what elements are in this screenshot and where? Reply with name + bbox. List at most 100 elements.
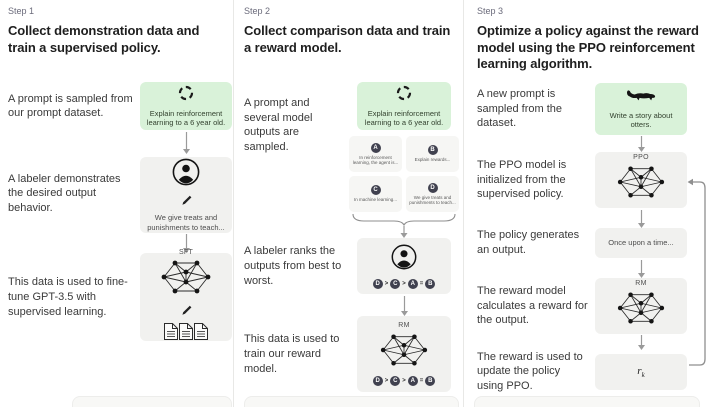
output-caption: Once upon a time... xyxy=(608,238,674,247)
prompt-caption: Explain reinforcement learning to a 6 ye… xyxy=(364,108,444,128)
prompt-caption: Explain reinforcement learning to a 6 ye… xyxy=(146,108,226,128)
flow-arrow xyxy=(140,233,232,254)
step3-row-ppo: The PPO model is initialized from the su… xyxy=(477,151,720,208)
labeler-icon xyxy=(172,158,200,191)
next-section-edge xyxy=(72,396,232,407)
step1-row-prompt: A prompt is sampled from our prompt data… xyxy=(8,82,232,131)
output-text: In reinforcement learning, the agent is.… xyxy=(352,154,399,166)
step2-rm-text: This data is used to train our reward mo… xyxy=(244,333,340,375)
network-icon xyxy=(616,164,666,205)
refresh-icon xyxy=(396,85,412,106)
down-arrow-icon xyxy=(637,334,645,350)
ranking: D > C > A = B xyxy=(372,278,436,289)
step3-label: Step 3 xyxy=(477,6,504,16)
down-arrow-icon xyxy=(637,259,645,278)
rm-label: RM xyxy=(398,322,410,330)
flow-arrow xyxy=(349,294,459,317)
step3-output-text: The policy generates an output. xyxy=(477,229,580,256)
labeler-caption: We give treats and punishments to teach.… xyxy=(147,213,225,232)
brace-icon xyxy=(352,214,456,239)
flow-arrow xyxy=(595,258,687,278)
rank-item: B xyxy=(425,376,436,387)
model-outputs-grid: A In reinforcement learning, the agent i… xyxy=(349,136,459,213)
prompt-box: Explain reinforcement learning to a 6 ye… xyxy=(357,82,451,131)
output-box: Once upon a time... xyxy=(595,227,687,258)
pencil-icon xyxy=(181,193,192,211)
flow-arrow xyxy=(595,334,687,350)
step1-row-sft: This data is used to fine-tune GPT-3.5 w… xyxy=(8,249,232,342)
down-arrow-icon xyxy=(182,132,190,155)
step3-column: Step 3 Optimize a policy against the rew… xyxy=(464,0,720,407)
output-d: D We give treats and punishments to teac… xyxy=(406,176,459,213)
pencil-icon xyxy=(181,303,192,321)
step2-row-prompt: A prompt and several model outputs are s… xyxy=(244,82,459,213)
step1-labeler-text: A labeler demonstrates the desired outpu… xyxy=(8,172,121,214)
sft-label: SFT xyxy=(178,249,194,257)
down-arrow-icon xyxy=(637,135,645,152)
rank-item: C xyxy=(390,278,401,289)
labeler-box: We give treats and punishments to teach.… xyxy=(140,157,232,234)
step3-ppo-text: The PPO model is initialized from the su… xyxy=(477,159,567,201)
step1-sft-text: This data is used to fine-tune GPT-3.5 w… xyxy=(8,276,128,318)
step2-prompt-text: A prompt and several model outputs are s… xyxy=(244,97,313,153)
down-arrow-icon xyxy=(182,234,190,254)
ppo-label: PPO xyxy=(633,154,649,162)
rank-separator: = xyxy=(419,280,424,287)
output-text: In machine learning... xyxy=(353,197,398,203)
rank-separator: > xyxy=(384,378,389,385)
step1-label: Step 1 xyxy=(8,6,35,16)
prompt-caption: Write a story about otters. xyxy=(609,110,673,130)
ranking: D > C > A = B xyxy=(372,376,436,387)
otter-icon xyxy=(626,88,656,108)
output-text: We give treats and punishments to teach.… xyxy=(409,194,456,206)
prompt-box: Explain reinforcement learning to a 6 ye… xyxy=(140,82,232,131)
step2-row-rm: This data is used to train our reward mo… xyxy=(244,316,459,393)
step3-reward-text: The reward is used to update the policy … xyxy=(477,350,583,392)
rank-box: D > C > A = B xyxy=(357,238,451,295)
rank-separator: = xyxy=(419,378,424,385)
rank-item: D xyxy=(372,278,383,289)
rank-separator: > xyxy=(402,378,406,385)
documents-icon xyxy=(164,323,208,345)
output-a: A In reinforcement learning, the agent i… xyxy=(349,136,402,173)
rank-item: A xyxy=(407,278,418,289)
step3-heading: Optimize a policy against the reward mod… xyxy=(477,23,699,72)
rm-box: RM D > C > A = B xyxy=(357,316,451,393)
step3-row-output: The policy generates an output. Once upo… xyxy=(477,227,720,258)
network-icon xyxy=(616,290,666,331)
network-icon xyxy=(379,332,429,373)
output-letter: A xyxy=(370,142,381,153)
next-section-edge xyxy=(474,396,700,407)
rm-box: RM xyxy=(595,277,687,334)
output-letter: B xyxy=(427,145,438,156)
step2-rank-text: A labeler ranks the outputs from best to… xyxy=(244,245,342,287)
brace-and-arrow xyxy=(349,212,459,239)
step2-label: Step 2 xyxy=(244,6,271,16)
step2-column: Step 2 Collect comparison data and train… xyxy=(234,0,463,407)
step3-row-prompt: A new prompt is sampled from the dataset… xyxy=(477,82,720,135)
output-letter: C xyxy=(370,185,381,196)
output-letter: D xyxy=(427,182,438,193)
network-icon xyxy=(160,258,212,301)
step1-row-labeler: A labeler demonstrates the desired outpu… xyxy=(8,154,232,234)
flow-arrow xyxy=(140,130,232,155)
rank-separator: > xyxy=(402,280,406,287)
ppo-box: PPO xyxy=(595,151,687,208)
rm-label: RM xyxy=(635,280,647,288)
step1-column: Step 1 Collect demonstration data and tr… xyxy=(0,0,233,407)
refresh-icon xyxy=(178,85,194,106)
step2-heading: Collect comparison data and train a rewa… xyxy=(244,23,451,55)
column-divider xyxy=(463,0,464,407)
flow-arrow xyxy=(595,208,687,228)
labeler-icon xyxy=(391,244,417,275)
output-b: B Explain rewards... xyxy=(406,136,459,173)
step1-heading: Collect demonstration data and train a s… xyxy=(8,23,200,55)
down-arrow-icon xyxy=(637,209,645,228)
next-section-edge xyxy=(244,396,459,407)
step3-prompt-text: A new prompt is sampled from the dataset… xyxy=(477,88,562,130)
rank-item: A xyxy=(407,376,418,387)
reward-symbol: rk xyxy=(637,364,645,379)
output-c: C In machine learning... xyxy=(349,176,402,213)
rank-item: D xyxy=(372,376,383,387)
down-arrow-icon xyxy=(400,296,408,317)
